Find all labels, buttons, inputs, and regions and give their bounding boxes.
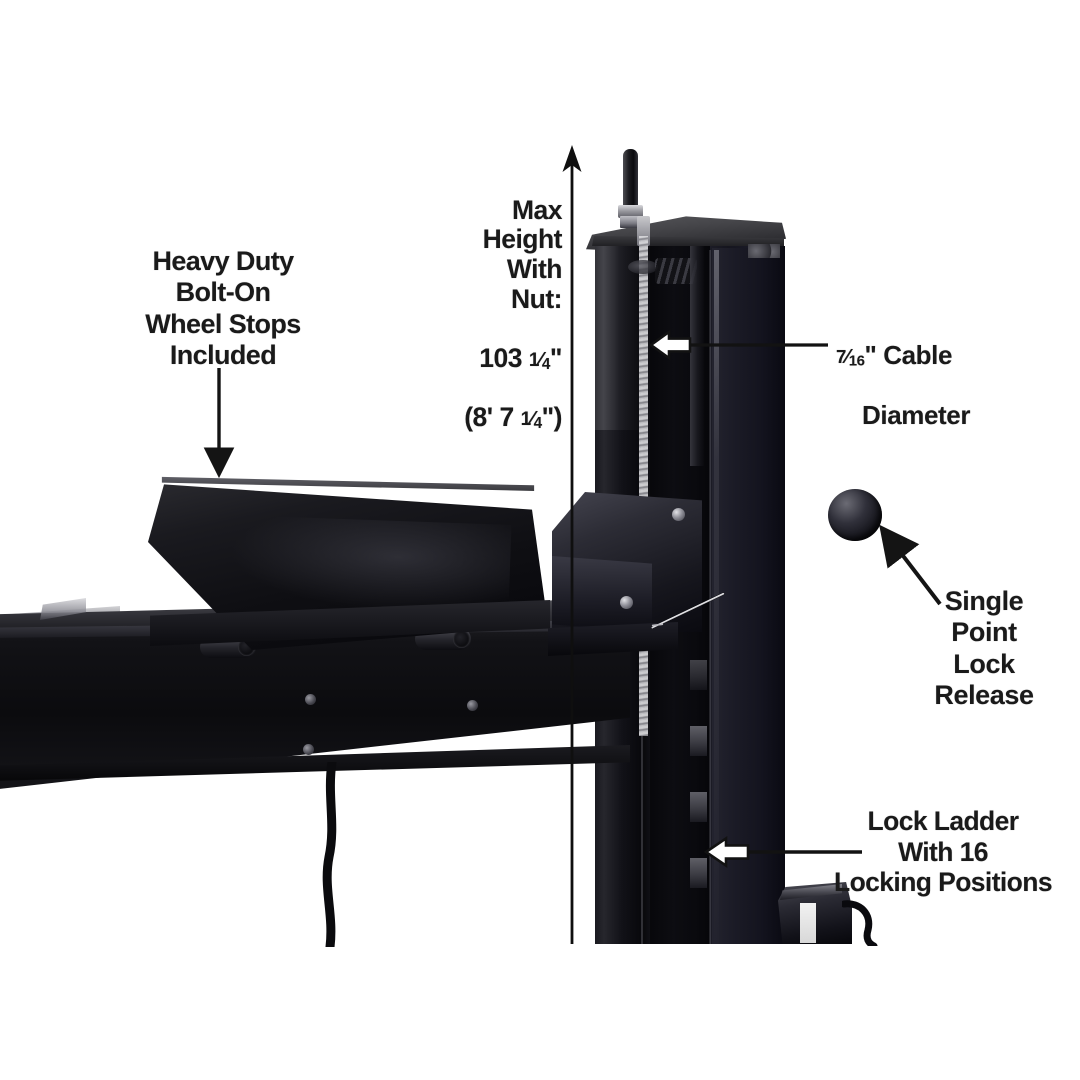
rod-nut-lower [620, 216, 641, 228]
callout-wheel-stops: Heavy Duty Bolt-On Wheel Stops Included [145, 246, 301, 370]
lift-cable [639, 236, 648, 736]
hydraulic-hose [322, 762, 337, 947]
callout-cable-line-one: 7⁄16" Cable [836, 340, 953, 371]
rod-nut-upper [618, 205, 643, 218]
column-right-highlight [714, 250, 719, 944]
carriage-front-face [552, 556, 652, 632]
lock-ladder-notch [690, 660, 707, 690]
cap-bolts [748, 244, 780, 258]
callout-lock-ladder: Lock Ladder With 16 Locking Positions [833, 806, 1053, 898]
base-hose [842, 900, 878, 946]
column-seam-right [709, 250, 711, 944]
carriage-bolt [672, 508, 685, 521]
lock-release-ball-knob [828, 489, 882, 541]
wheel-stop-sheen [228, 515, 512, 615]
callout-max-height-feet: (8' 7 1⁄4") [464, 402, 562, 433]
callout-max-height-head: Max Height With Nut: [482, 194, 563, 314]
base-gap-highlight [800, 903, 816, 943]
lock-ladder-notch [690, 858, 707, 888]
callout-cable-diameter: 7⁄16" Cable Diameter [836, 310, 1056, 431]
callout-lock-release: Single Point Lock Release [934, 586, 1034, 710]
threaded-rod [623, 149, 638, 211]
callout-max-height: Max Height With Nut: 103 1⁄4" (8' 7 1⁄4"… [396, 166, 562, 433]
column-right-face [712, 248, 785, 944]
runway-bolt [305, 694, 316, 705]
runway-bolt [467, 700, 478, 711]
runway-bolt [303, 744, 314, 755]
cable-sheave [628, 260, 658, 274]
callout-cable-line-two: Diameter [862, 400, 971, 431]
column-inner-tube [690, 246, 704, 466]
carriage-bolt [620, 596, 633, 609]
lock-ladder-notch [690, 726, 707, 756]
callout-max-height-value: 103 1⁄4" [479, 343, 562, 374]
lock-ladder-notch [690, 792, 707, 822]
